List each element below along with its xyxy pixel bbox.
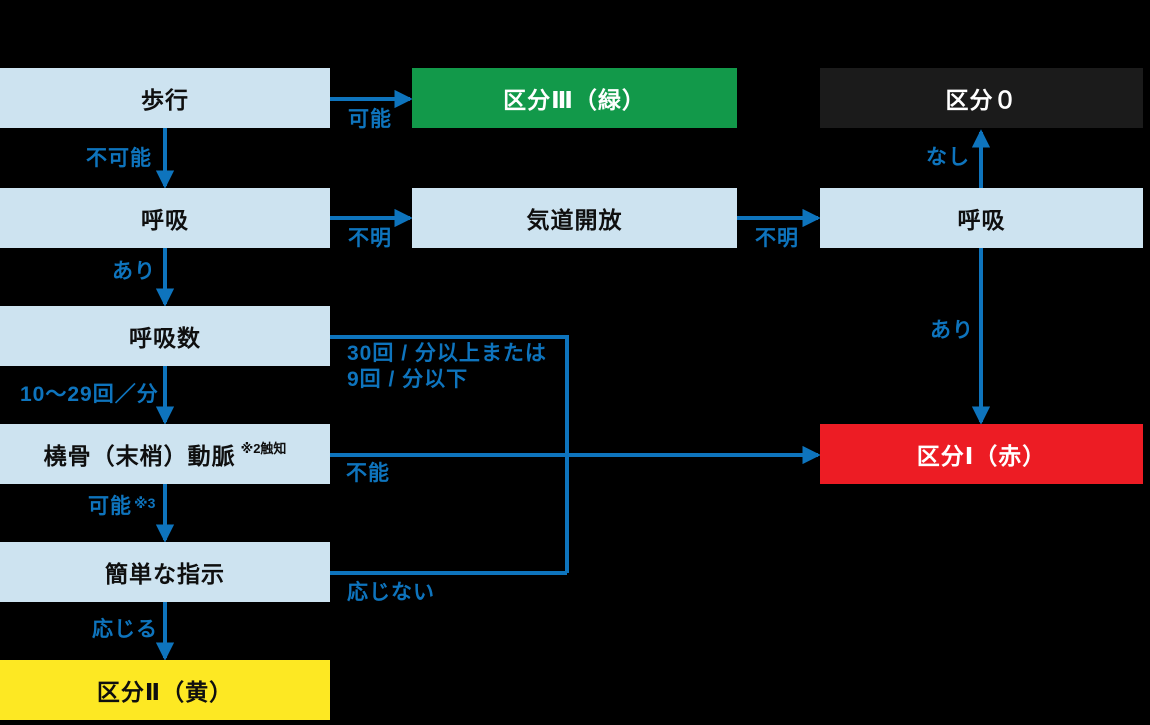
node-respiratory-rate: 呼吸数 — [0, 306, 330, 366]
edge-label-rate-abnormal-line2: 9回 / 分以下 — [347, 368, 469, 391]
edge-label-breathing-unknown: 不明 — [348, 227, 392, 250]
node-category-3-label: 区分Ⅲ（緑） — [503, 87, 646, 113]
edge-label-rate-abnormal: 30回 / 分以上または 9回 / 分以下 — [347, 341, 547, 393]
node-category-0-label: 区分０ — [945, 87, 1018, 113]
edge-label-walk-impossible: 不可能 — [86, 147, 152, 170]
edge-label-pulse-present-text: 可能 — [88, 495, 132, 518]
edge-label-rate-normal: 10〜29回／分 — [20, 383, 159, 406]
node-breathing-label: 呼吸 — [141, 207, 189, 233]
node-airway-opening-label: 気道開放 — [526, 207, 623, 233]
node-category-3-green: 区分Ⅲ（緑） — [412, 68, 737, 128]
node-simple-commands: 簡単な指示 — [0, 542, 330, 602]
edge-label-walk-possible: 可能 — [348, 108, 392, 131]
node-category-2-yellow: 区分Ⅱ（黄） — [0, 660, 330, 720]
node-walk: 歩行 — [0, 68, 330, 128]
edge-label-airway-unknown: 不明 — [755, 227, 799, 250]
node-category-1-label: 区分Ⅰ（赤） — [916, 443, 1047, 469]
node-radial-artery-label: 橈骨（末梢）動脈 — [43, 443, 236, 469]
node-walk-label: 歩行 — [141, 87, 189, 113]
edge-label-pulse-absent: 不能 — [346, 462, 390, 485]
edge-label-no-response: 応じない — [347, 581, 435, 604]
edge-label-rate-abnormal-line1: 30回 / 分以上または — [347, 342, 547, 365]
edge-label-pulse-present: 可能※3 — [88, 494, 155, 521]
node-category-0-black: 区分０ — [820, 68, 1143, 128]
edge-label-breathing-present: あり — [112, 260, 156, 283]
node-simple-commands-label: 簡単な指示 — [105, 561, 225, 587]
edge-label-responds: 応じる — [92, 618, 158, 641]
node-airway-opening: 気道開放 — [412, 188, 737, 248]
edge-label-pulse-present-note: ※3 — [134, 495, 156, 511]
node-radial-artery-note: ※2触知 — [240, 440, 287, 456]
node-category-2-label: 区分Ⅱ（黄） — [96, 679, 234, 705]
branch-resprate-commands-join — [330, 335, 569, 575]
edge-label-breathing-present-right: あり — [930, 319, 974, 342]
node-breathing-2: 呼吸 — [820, 188, 1143, 248]
node-category-1-red: 区分Ⅰ（赤） — [820, 424, 1143, 484]
edge-label-breathing-absent: なし — [926, 146, 970, 169]
node-respiratory-rate-label: 呼吸数 — [129, 325, 201, 351]
node-radial-artery: 橈骨（末梢）動脈 ※2触知 — [0, 424, 330, 484]
node-breathing-2-label: 呼吸 — [957, 207, 1006, 233]
node-breathing: 呼吸 — [0, 188, 330, 248]
